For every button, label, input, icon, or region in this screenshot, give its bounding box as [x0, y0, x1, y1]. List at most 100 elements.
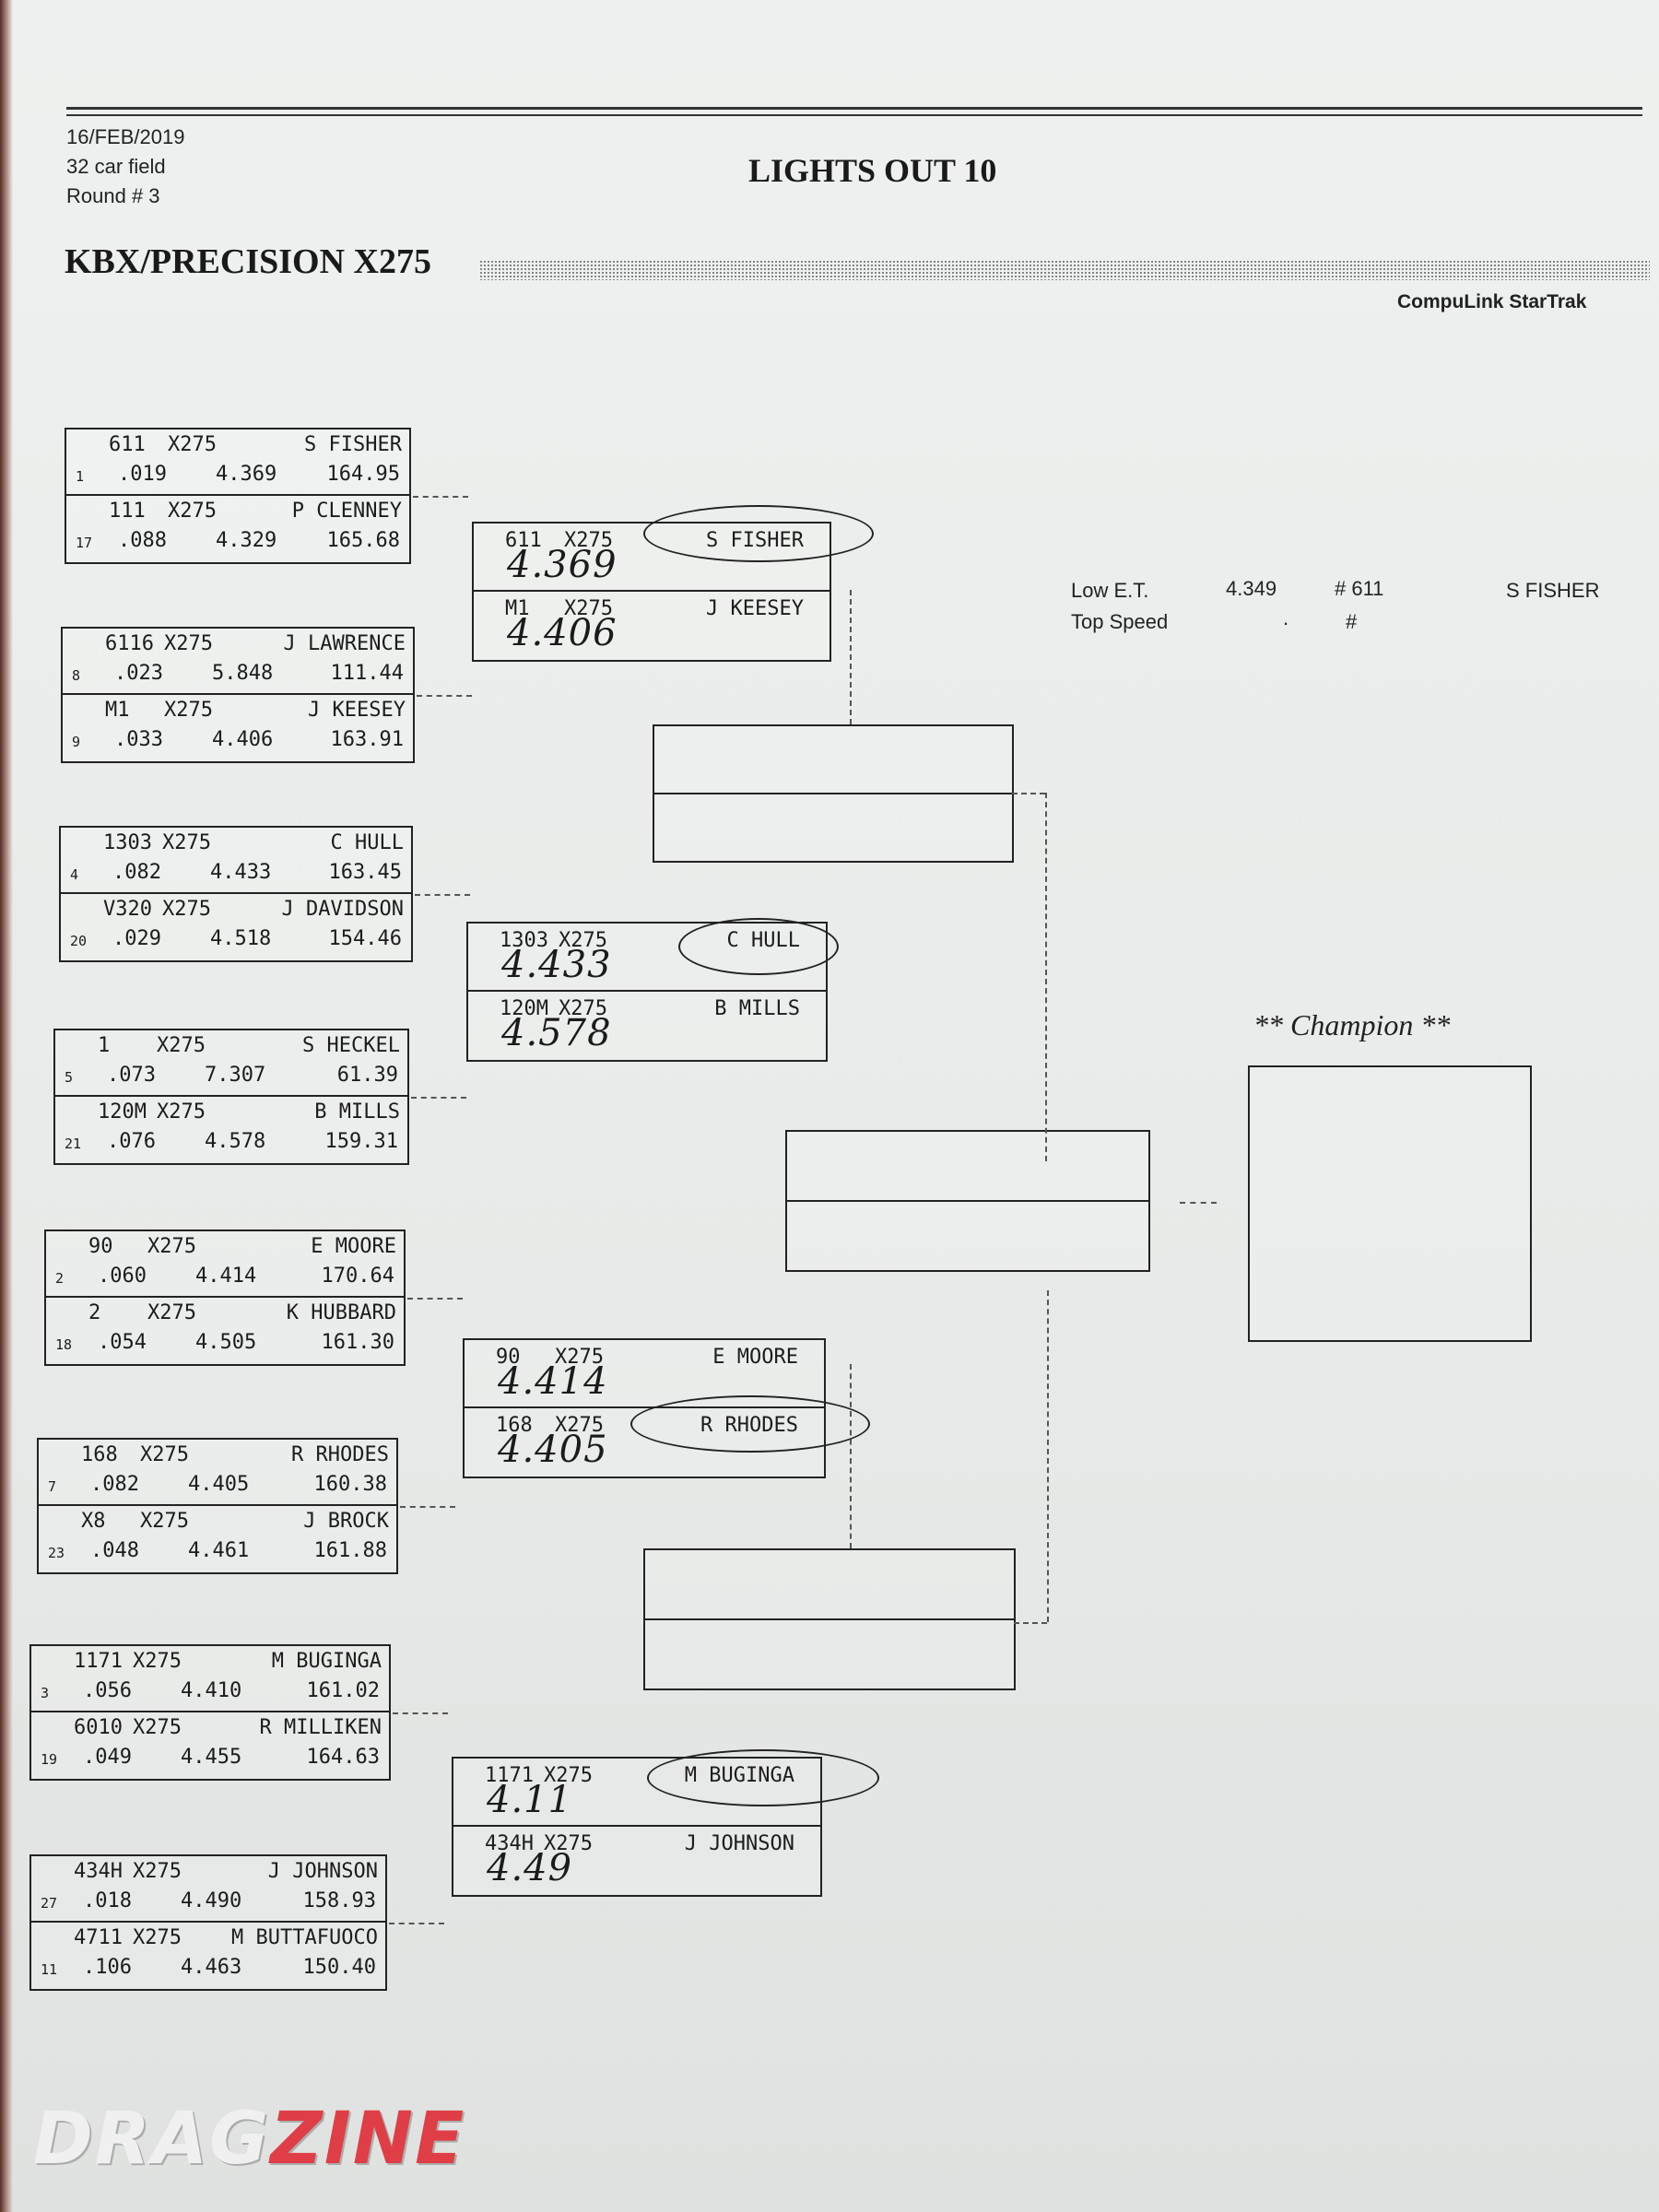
- driver-name: R RHODES: [291, 1443, 389, 1466]
- driver-name: J LAWRENCE: [283, 632, 406, 655]
- car-number: 1303: [500, 929, 548, 952]
- connector: [1012, 793, 1045, 794]
- seed-number: 3: [41, 1685, 50, 1701]
- reaction-time: .029: [112, 927, 161, 950]
- top-speed-label: Top Speed: [1071, 610, 1169, 633]
- speed-mph: 164.95: [326, 463, 400, 486]
- car-number: 611: [109, 433, 146, 456]
- car-number: V320: [103, 898, 152, 921]
- driver-name: M BUTTAFUOCO: [231, 1926, 378, 1949]
- page-edge: [0, 0, 13, 2212]
- speed-mph: 163.45: [328, 861, 402, 884]
- seed-number: 18: [55, 1336, 73, 1353]
- handwritten-et: 4.49: [487, 1847, 573, 1889]
- connector: [1180, 1202, 1217, 1204]
- winner-circle: [647, 1749, 879, 1806]
- car-class: X275: [564, 529, 613, 552]
- car-number: 111: [109, 500, 146, 523]
- connector: [1047, 1290, 1049, 1622]
- driver-name: B MILLS: [714, 997, 800, 1020]
- car-number: 168: [81, 1443, 118, 1466]
- car-class: X275: [133, 1716, 182, 1739]
- elapsed-time: 4.578: [205, 1130, 266, 1153]
- semifinal-box-1: [653, 724, 1014, 863]
- car-class: X275: [133, 1650, 182, 1673]
- driver-name: K HUBBARD: [286, 1301, 396, 1324]
- car-number: 611: [505, 529, 542, 552]
- seed-number: 21: [65, 1135, 82, 1152]
- speed-mph: 170.64: [321, 1265, 394, 1288]
- seed-number: 2: [55, 1270, 65, 1287]
- reaction-time: .082: [112, 861, 161, 884]
- driver-name: J JOHNSON: [684, 1832, 794, 1855]
- car-class: X275: [168, 500, 217, 523]
- driver-name: J JOHNSON: [267, 1860, 378, 1883]
- winner-circle: [643, 505, 874, 562]
- car-class: X275: [544, 1832, 593, 1855]
- seed-number: 11: [41, 1961, 58, 1978]
- connector: [1045, 793, 1047, 1161]
- title-dot-rule: [479, 260, 1650, 280]
- car-class: X275: [147, 1235, 196, 1258]
- connector: [850, 1364, 852, 1548]
- elapsed-time: 4.461: [188, 1539, 250, 1562]
- reaction-time: .073: [107, 1064, 156, 1087]
- connector: [1014, 1622, 1047, 1624]
- speed-mph: 61.39: [336, 1064, 398, 1087]
- car-class: X275: [133, 1860, 182, 1883]
- speed-mph: 161.30: [321, 1331, 394, 1354]
- car-class: X275: [559, 997, 607, 1020]
- elapsed-time: 4.505: [195, 1331, 257, 1354]
- connector: [393, 1712, 448, 1714]
- timing-system: CompuLink StarTrak: [1397, 291, 1587, 312]
- car-number: 90: [496, 1346, 521, 1369]
- car-number: M1: [505, 597, 530, 620]
- header-rule: [66, 107, 1642, 110]
- car-number: M1: [105, 699, 130, 722]
- speed-mph: 161.02: [306, 1679, 380, 1702]
- elapsed-time: 4.414: [195, 1265, 257, 1288]
- car-number: 6116: [105, 632, 154, 655]
- car-class: X275: [555, 1346, 604, 1369]
- car-class: X275: [140, 1443, 189, 1466]
- handwritten-et: 4.414: [498, 1360, 608, 1403]
- seed-number: 4: [70, 866, 79, 883]
- reaction-time: .054: [98, 1331, 147, 1354]
- reaction-time: .056: [83, 1679, 132, 1702]
- car-number: 1171: [485, 1764, 534, 1787]
- connector: [417, 695, 472, 697]
- event-date: 16/FEB/2019: [66, 125, 185, 148]
- seed-number: 7: [48, 1478, 57, 1495]
- connector: [389, 1923, 444, 1924]
- speed-mph: 158.93: [302, 1889, 376, 1912]
- elapsed-time: 4.433: [210, 861, 272, 884]
- driver-name: J KEESEY: [706, 597, 804, 620]
- car-number: 168: [496, 1414, 533, 1437]
- handwritten-et: 4.369: [507, 544, 618, 586]
- driver-name: J KEESEY: [308, 699, 406, 722]
- seed-number: 19: [41, 1751, 58, 1768]
- driver-name: C HULL: [330, 831, 404, 854]
- semifinal-box-2: [643, 1548, 1016, 1690]
- reaction-time: .076: [107, 1130, 156, 1153]
- car-class: X275: [162, 898, 211, 921]
- speed-mph: 164.63: [306, 1746, 380, 1769]
- elapsed-time: 4.405: [188, 1473, 250, 1496]
- connector: [407, 1298, 463, 1300]
- seed-number: 8: [72, 667, 81, 684]
- driver-name: J BROCK: [303, 1510, 389, 1533]
- car-class: X275: [157, 1034, 206, 1057]
- header-rule-2: [66, 114, 1642, 116]
- handwritten-et: 4.406: [507, 612, 618, 654]
- champion-label: ** Champion **: [1253, 1008, 1451, 1041]
- champion-box: [1248, 1065, 1532, 1342]
- top-speed-car: #: [1346, 610, 1358, 633]
- elapsed-time: 4.455: [181, 1746, 242, 1769]
- driver-name: P CLENNEY: [291, 500, 402, 523]
- low-et-label: Low E.T.: [1071, 579, 1149, 602]
- dragzine-logo: DRAGZINE: [33, 2098, 466, 2181]
